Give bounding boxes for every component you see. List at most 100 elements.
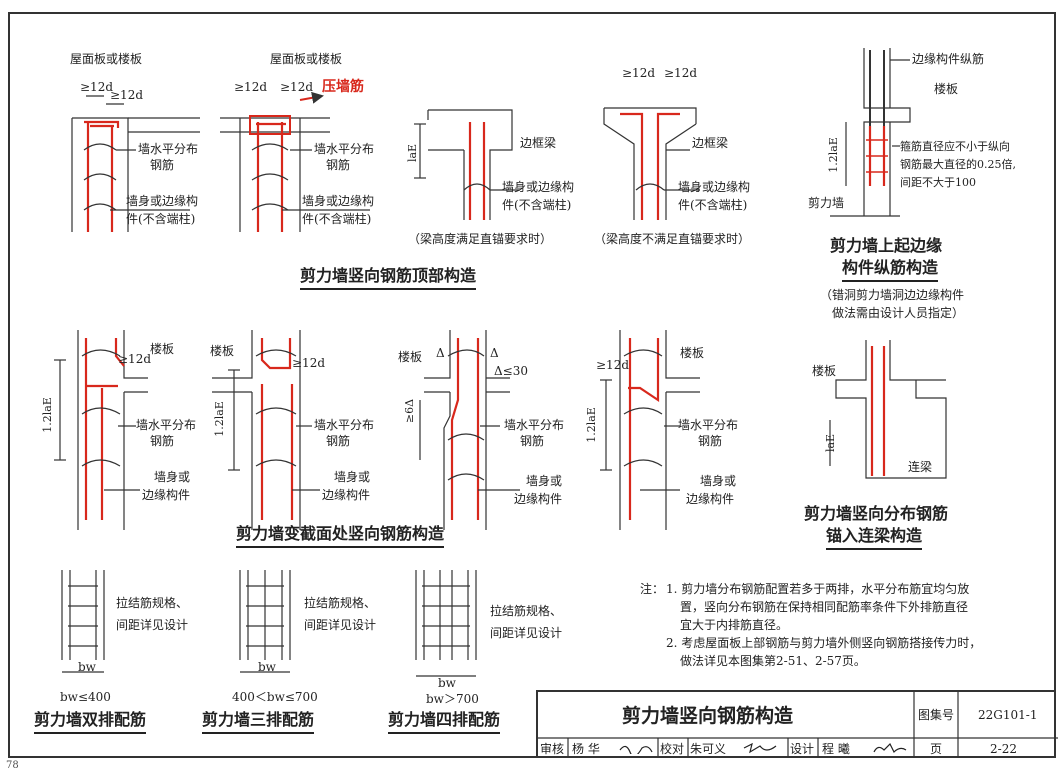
checker-name: 朱可义 [690,742,727,756]
tie-label: 间距详见设计 [116,618,189,632]
section-title: 剪力墙变截面处竖向钢筋构造 [236,524,445,548]
dim-label: ≥12d [596,358,630,372]
note-line: 宜大于内排筋直径。 [680,618,789,632]
caption: （梁高度不满足直锚要求时） [594,232,751,246]
top-detail-3 [414,109,520,220]
top-detail-4 [603,107,700,220]
transition-length-label: ≥6Δ [403,398,417,424]
rebar-label: 墙水平分布 [136,418,197,432]
width-label: bw [258,660,276,674]
section-title: 构件纵筋构造 [842,258,939,282]
caption: （梁高度满足直锚要求时） [408,232,553,246]
wall-label: 墙身或 [154,470,191,484]
layout-title: 剪力墙四排配筋 [388,710,501,734]
dim-label: ≥12d [110,88,144,102]
delta-label: Δ [436,346,445,360]
slab-label: 楼板 [680,346,705,360]
delta-condition: Δ≤30 [494,364,528,378]
change-detail-1 [54,330,148,530]
subtitle: （错洞剪力墙洞边边缘构件 [820,288,965,302]
rebar-label: 钢筋 [698,434,723,448]
width-label: bw [438,676,456,690]
slab-label: 屋面板或楼板 [70,52,143,66]
wall-label: 墙身或边缘构 [126,194,199,208]
coupling-beam-detail [829,340,947,479]
rebar-label: 边缘构件纵筋 [912,52,985,66]
top-detail-1 [71,95,200,232]
anchor-length-label: laE [406,143,420,163]
note-line: 2. 考虑屋面板上部钢筋与剪力墙外侧竖向钢筋搭接传力时， [666,636,982,650]
tie-label: 间距详见设计 [304,618,377,632]
wall-label: 边缘构件 [322,488,371,502]
wall-label: 边缘构件 [686,492,735,506]
layout-two-row [61,570,105,673]
wall-label: 件(不含端柱) [126,212,196,226]
wall-label: 墙身或 [526,474,563,488]
anchor-length-label: 1.2laE [826,137,840,173]
width-label: bw [78,660,96,674]
title-block-grid [538,692,1058,758]
anchor-length-label: laE [824,433,838,453]
layout-title: 剪力墙三排配筋 [202,710,315,734]
wall-label: 墙身或边缘构 [502,180,575,194]
rebar-label: 钢筋 [326,158,351,172]
section-title: 剪力墙竖向分布钢筋 [804,504,949,523]
wall-label: 墙身或 [700,474,737,488]
rebar-label: 钢筋 [520,434,545,448]
page-label: 页 [930,742,943,756]
layout-title: 剪力墙双排配筋 [34,710,147,734]
atlas-number: 22G101-1 [978,708,1038,722]
atlas-label: 图集号 [918,708,955,722]
rebar-label: 钢筋 [326,434,351,448]
dim-label: ≥12d [664,66,698,80]
dim-label: ≥12d [292,356,326,370]
note-line: 1. 剪力墙分布钢筋配置若多于两排，水平分布筋宜均匀放 [666,582,970,596]
delta-label: Δ [490,346,499,360]
designer-name: 程 曦 [822,742,850,756]
reviewer-signature [619,745,653,754]
press-bar-label: 压墙筋 [322,79,364,95]
wall-label: 边缘构件 [142,488,191,502]
title-block: 剪力墙竖向钢筋构造 图集号 22G101-1 审核 杨 华 校对 朱可义 设计 … [536,690,1058,758]
beam-label: 连梁 [908,460,933,474]
section-title: 剪力墙上起边缘 [830,236,943,255]
drawing-title: 剪力墙竖向钢筋构造 [622,705,794,727]
slab-label: 楼板 [812,364,837,378]
change-detail-2 [212,330,320,530]
rebar-label: 墙水平分布 [678,418,739,432]
wall-label: 边缘构件 [514,492,563,506]
dim-label: ≥12d [622,66,656,80]
edge-member-detail [830,48,911,217]
checker-signature [743,742,777,754]
dim-label: ≥12d [80,80,114,94]
note-line: 钢筋最大直径的0.25倍, [900,158,1016,171]
footer-page-number: 78 [6,760,19,771]
rebar-label: 钢筋 [150,434,175,448]
note-line: 间距不大于100 [900,176,976,189]
layout-four-row [415,570,477,677]
width-condition: bw≤400 [60,690,111,704]
layout-three-row [239,570,291,673]
wall-label: 件(不含端柱) [302,212,372,226]
tie-label: 间距详见设计 [490,626,563,640]
width-condition: bw＞700 [426,692,479,706]
anchor-length-label: 1.2laE [584,407,598,443]
rebar-label: 墙水平分布 [138,142,199,156]
slab-label: 楼板 [210,344,235,358]
top-detail-2 [220,91,370,232]
wall-label: 件(不含端柱) [678,198,748,212]
width-condition: 400＜bw≤700 [232,690,318,704]
dim-label: ≥12d [234,80,268,94]
section-title: 剪力墙竖向钢筋顶部构造 [300,266,477,290]
review-label: 审核 [540,742,565,756]
subtitle: 做法需由设计人员指定） [832,306,965,320]
slab-label: 楼板 [398,350,423,364]
section-title: 锚入连梁构造 [826,526,923,550]
design-label: 设计 [790,742,815,756]
tie-label: 拉结筋规格、 [304,596,377,610]
designer-signature [873,742,907,754]
reviewer-name: 杨 华 [572,742,600,756]
beam-label: 边框梁 [520,136,557,150]
slab-label: 楼板 [150,342,175,356]
